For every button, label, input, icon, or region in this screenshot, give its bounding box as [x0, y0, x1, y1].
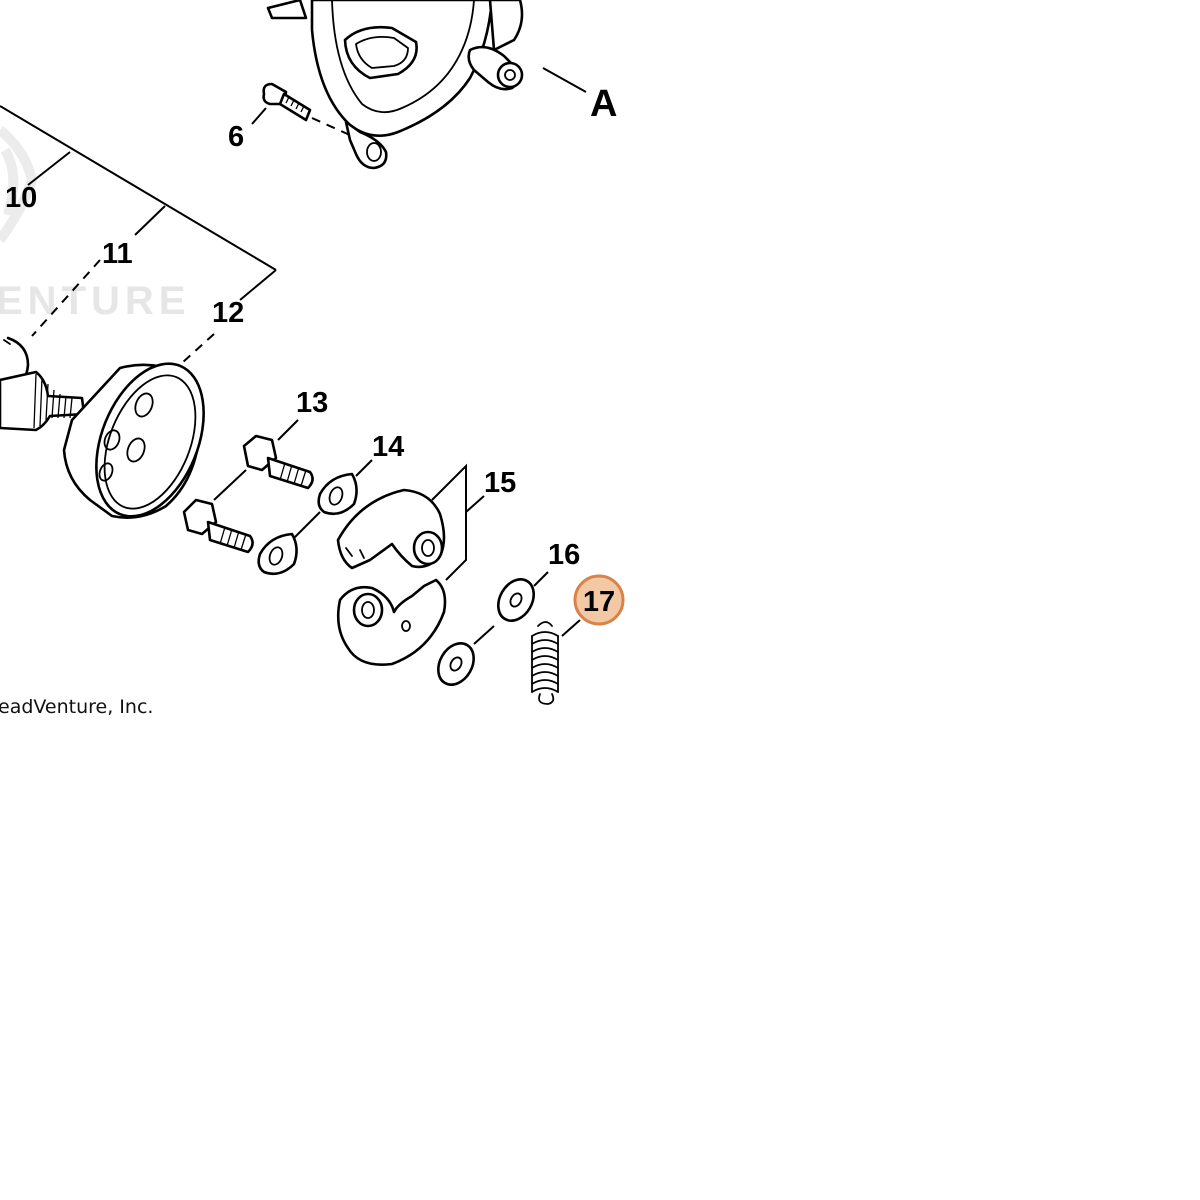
clutch-shoes-part-15[interactable] — [336, 463, 485, 666]
spring-part-17[interactable] — [531, 621, 559, 705]
clutch-drum-part-12[interactable] — [0, 348, 224, 532]
leader-16b — [473, 625, 495, 645]
washer-part-14-upper[interactable] — [317, 472, 358, 516]
callout-16[interactable]: 16 — [548, 539, 580, 571]
highlight-circle[interactable] — [573, 574, 625, 626]
callout-14[interactable]: 14 — [372, 431, 404, 463]
watermark: ENTURE — [0, 126, 190, 323]
callout-10[interactable]: 10 — [5, 182, 37, 214]
bolt-part-13-lower[interactable] — [182, 498, 254, 554]
leader-13b — [213, 469, 247, 501]
callout-6[interactable]: 6 — [228, 121, 244, 153]
dash-6 — [311, 117, 353, 137]
bolt-part-13-upper[interactable] — [242, 434, 314, 490]
washer-part-14-lower[interactable] — [257, 532, 298, 576]
callout-a[interactable]: A — [590, 83, 617, 125]
leader-14 — [355, 459, 373, 477]
callout-17[interactable]: 17 — [583, 586, 615, 618]
leader-14b — [293, 511, 321, 539]
washer-part-16-lower[interactable] — [431, 637, 481, 691]
leader-16 — [533, 571, 549, 587]
clutch-housing-part[interactable] — [266, 0, 524, 170]
highlighted-callout-17[interactable]: 17 — [573, 574, 625, 626]
screw-part-6[interactable] — [262, 82, 312, 122]
leader-a — [542, 67, 587, 93]
callout-12[interactable]: 12 — [212, 297, 244, 329]
leader-13 — [277, 419, 299, 441]
copyright-text: eadVenture, Inc. — [0, 696, 153, 718]
leader-group-10-12 — [0, 105, 277, 373]
leader-6 — [251, 107, 267, 125]
leader-17 — [561, 619, 581, 637]
washer-part-16-upper[interactable] — [491, 573, 541, 627]
callout-13[interactable]: 13 — [296, 387, 328, 419]
callout-15[interactable]: 15 — [484, 467, 516, 499]
watermark-text: ENTURE — [0, 279, 190, 323]
callout-11[interactable]: 11 — [102, 238, 133, 270]
